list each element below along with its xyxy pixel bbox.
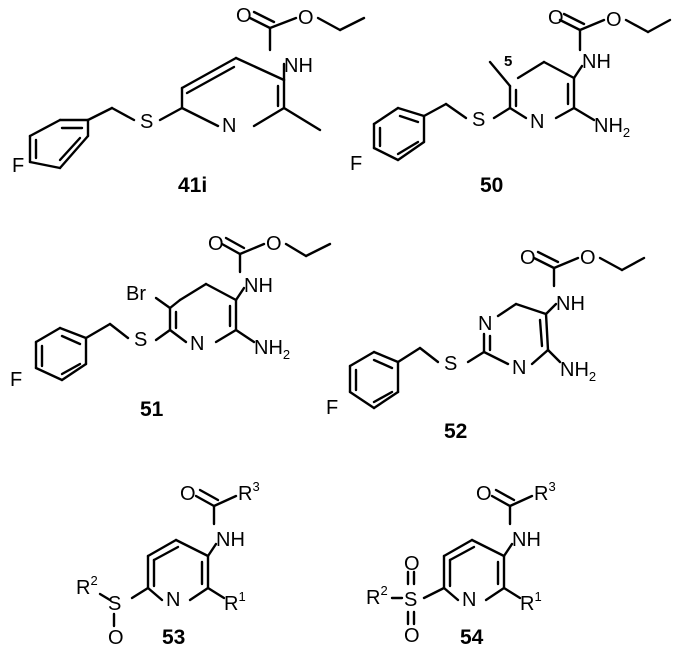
compound-54-label: 54 — [460, 626, 484, 649]
compound-50-amine: NH2 — [594, 115, 630, 140]
compound-41i-carbonyl-oxygen: O — [236, 5, 252, 27]
compound-51-sulfur: S — [134, 329, 147, 351]
compound-54-r1: R1 — [520, 589, 542, 615]
compound-53-bonds — [98, 488, 238, 628]
compound-51-bromine: Br — [126, 283, 146, 305]
compound-54-sulfonyl-oxygen-top: O — [404, 553, 420, 575]
compound-50-carbonyl-oxygen: O — [548, 7, 564, 29]
compound-41i: O O NH N S F 41i — [12, 5, 366, 197]
compound-54: O R3 NH N R1 R2 S O O 54 — [366, 479, 556, 649]
compound-53-ring-nitrogen: N — [166, 589, 180, 611]
compound-52-label: 52 — [444, 420, 467, 443]
compound-50-label: 50 — [480, 174, 503, 197]
compound-51-ring-nitrogen: N — [190, 333, 204, 355]
compound-53-sulfur: S — [108, 593, 121, 615]
compound-41i-sulfur: S — [140, 111, 153, 133]
compound-53-r1: R1 — [224, 589, 246, 615]
compound-41i-ring-nitrogen: N — [222, 115, 236, 137]
compound-53-label: 53 — [162, 626, 185, 649]
compound-53-amide-nh: NH — [216, 529, 245, 551]
compound-53: O R3 NH N R1 R2 S O 53 — [76, 479, 260, 649]
compound-54-sulfur: S — [404, 589, 417, 611]
compound-52-sulfur: S — [444, 353, 457, 375]
compound-51-fluorine: F — [10, 369, 22, 391]
compound-51-label: 51 — [140, 398, 164, 421]
compound-41i-amide-nh: NH — [284, 55, 313, 77]
compound-54-carbonyl-oxygen: O — [476, 483, 492, 505]
compound-50: O O NH 5 N S NH2 F 50 — [350, 7, 672, 197]
compound-54-ring-nitrogen: N — [462, 589, 476, 611]
compound-51-carbonyl-oxygen: O — [208, 233, 224, 255]
compound-53-sulfinyl-oxygen: O — [108, 627, 124, 649]
compound-52-ring-nitrogen-2: N — [512, 357, 526, 379]
compound-52-ring-nitrogen-1: N — [478, 313, 492, 335]
compound-54-sulfonyl-oxygen-bottom: O — [404, 625, 420, 647]
compound-52-ester-oxygen: O — [580, 247, 596, 269]
compound-50-bonds — [372, 12, 672, 162]
compound-50-ester-oxygen: O — [606, 9, 622, 31]
compound-51-bonds — [34, 236, 332, 382]
compound-53-r2: R2 — [76, 573, 98, 599]
compound-41i-label: 41i — [178, 174, 207, 197]
compound-50-fluorine: F — [350, 153, 362, 175]
compound-41i-fluorine: F — [12, 155, 24, 177]
compound-51-ester-oxygen: O — [266, 233, 282, 255]
compound-41i-ester-oxygen: O — [298, 7, 314, 29]
compound-52-bonds — [348, 250, 646, 410]
compound-52-amine: NH2 — [560, 359, 596, 384]
compound-52: O O NH N N S NH2 F 52 — [326, 247, 646, 443]
compound-52-amide-nh: NH — [556, 293, 585, 315]
compound-54-amide-nh: NH — [512, 529, 541, 551]
compound-51: O O NH Br N S NH2 F 51 — [10, 233, 332, 421]
compound-41i-bonds — [28, 10, 366, 170]
compound-51-amine: NH2 — [254, 337, 290, 362]
compound-50-ring-nitrogen: N — [530, 111, 544, 133]
compound-50-position-label: 5 — [504, 53, 512, 70]
compound-52-carbonyl-oxygen: O — [520, 247, 536, 269]
compound-54-r2: R2 — [366, 583, 388, 609]
compound-54-bonds — [390, 488, 534, 626]
compound-53-carbonyl-oxygen: O — [180, 483, 196, 505]
compound-52-fluorine: F — [326, 397, 338, 419]
compound-54-r3: R3 — [534, 479, 556, 505]
compound-53-r3: R3 — [238, 479, 260, 505]
compound-50-sulfur: S — [472, 109, 485, 131]
compound-50-amide-nh: NH — [582, 51, 611, 73]
compound-51-amide-nh: NH — [244, 275, 273, 297]
